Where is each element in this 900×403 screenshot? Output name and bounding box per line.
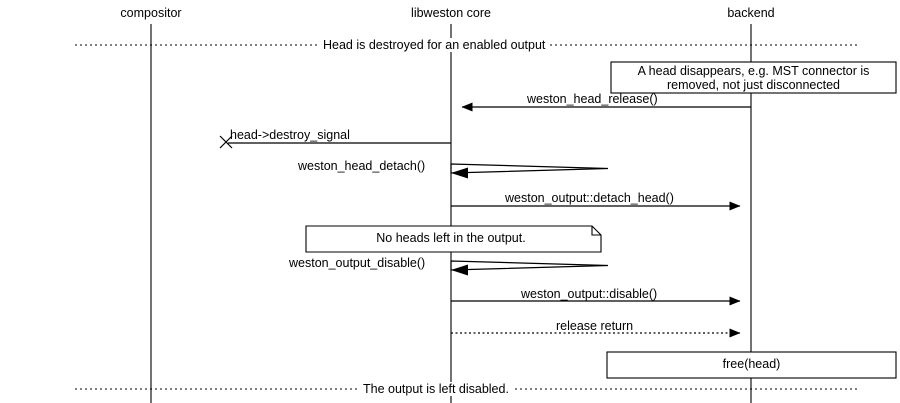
divider-lines [75, 44, 860, 390]
divider-label-top: Head is destroyed for an enabled output [320, 38, 549, 52]
self-call-wedge-weston-head-detach [450, 163, 609, 174]
note-rect-no-heads [305, 225, 602, 253]
message-label-weston-output-disable-call: weston_output_disable() [289, 256, 426, 270]
participant-label-backend: backend [727, 6, 775, 20]
self-call-arrowhead-weston-output-disable [451, 264, 468, 276]
note-dogear-no-heads [591, 226, 601, 236]
message-weston-output-disable-call [450, 260, 609, 276]
lost-message-x-icon-b [219, 135, 233, 149]
message-weston-head-detach [450, 163, 609, 179]
note-text-mst-line1: A head disappears, e.g. MST connector is [637, 64, 870, 78]
note-text-free-head: free(head) [722, 357, 781, 371]
message-label-weston-output-disable: weston_output::disable() [521, 287, 658, 301]
note-rect-mst [610, 61, 897, 94]
message-head-destroy-signal [219, 135, 451, 149]
note-no-heads-box [305, 225, 602, 253]
message-label-release-return: release return [556, 319, 634, 333]
note-free-head-box [606, 351, 897, 379]
note-text-no-heads: No heads left in the output. [376, 231, 526, 245]
participant-label-libweston-core: libweston core [411, 6, 491, 20]
message-label-weston-head-release: weston_head_release() [527, 92, 658, 106]
participant-label-compositor: compositor [120, 6, 182, 20]
divider-label-bottom: The output is left disabled. [360, 382, 512, 396]
self-call-arrowhead-weston-head-detach [451, 167, 468, 179]
message-label-head-destroy-signal: head->destroy_signal [230, 128, 350, 142]
note-text-mst-line2: removed, not just disconnected [666, 78, 841, 92]
note-rect-free-head [606, 351, 897, 379]
message-label-weston-head-detach: weston_head_detach() [298, 159, 426, 173]
message-label-weston-output-detach-head: weston_output::detach_head() [505, 191, 674, 205]
self-call-wedge-weston-output-disable [450, 260, 609, 271]
note-mst-note-box [610, 61, 897, 94]
